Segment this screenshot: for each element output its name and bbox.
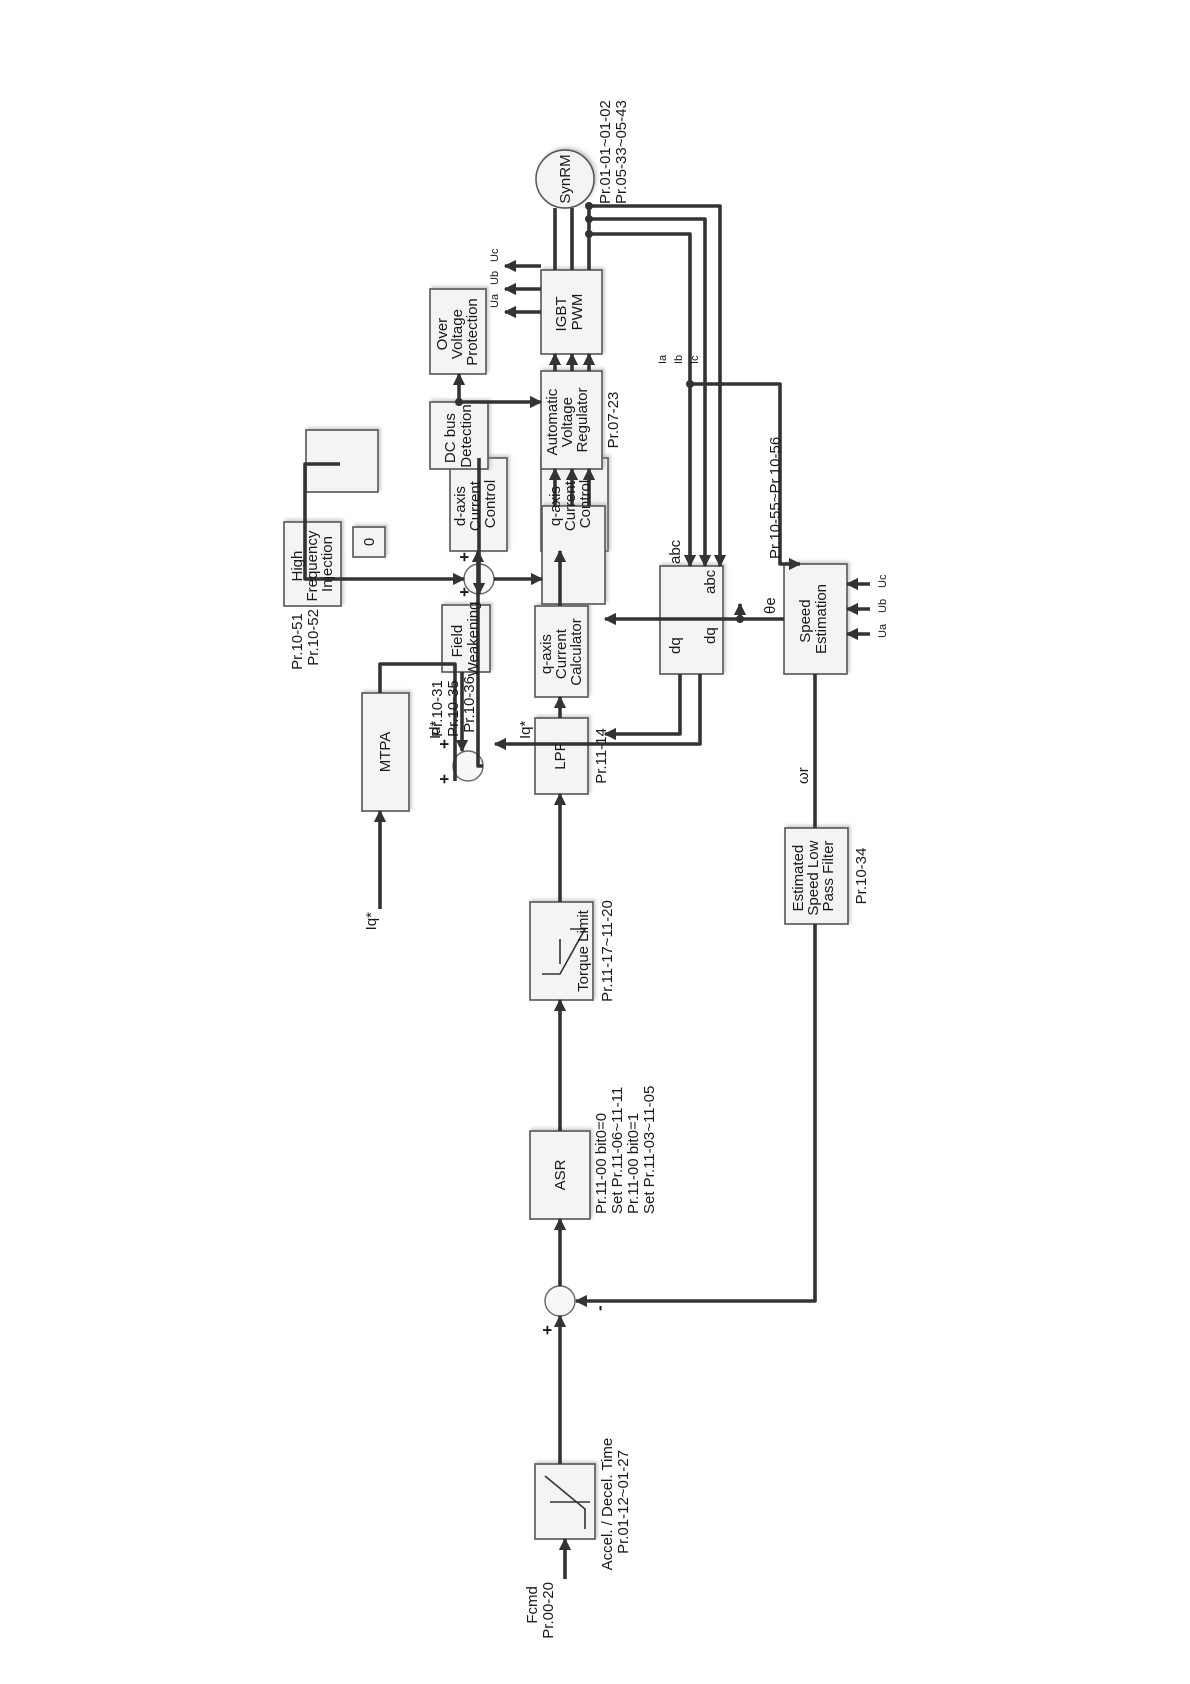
wire-id-fb xyxy=(493,674,702,751)
speed-filter-label: Estimated Speed Low Pass Filter xyxy=(790,836,837,915)
speed-estimation-label: Speed Estimation xyxy=(797,584,830,654)
dq-abc-in-label: dq xyxy=(667,637,684,654)
junction-dot xyxy=(455,398,463,406)
field-weakening-label: Field Weakening xyxy=(449,602,482,677)
motor-params: Pr.01-01~01-02 Pr.05-33~05-43 xyxy=(597,96,630,204)
iq-input-label: Iq* xyxy=(363,912,380,931)
lpf-label: LPF xyxy=(552,742,569,770)
motor-label: SynRM xyxy=(557,154,574,203)
plus-sign: + xyxy=(455,587,474,597)
mtpa-label: MTPA xyxy=(377,732,394,773)
wire-ic-feedback xyxy=(589,204,727,568)
wire-ia-feedback xyxy=(589,232,697,568)
current-label-ia: Ia xyxy=(657,354,669,364)
abc-dq-in-label: abc xyxy=(667,539,684,564)
theta-label: θe xyxy=(762,597,779,614)
junction-dot xyxy=(585,215,593,223)
input-label-uc: Uc xyxy=(877,574,889,588)
ramp-icon xyxy=(544,1475,590,1529)
omega-label: ωr xyxy=(795,767,812,784)
wire-omega-to-sum xyxy=(574,924,817,1308)
fcmd-label: Fcmd Pr.00-20 xyxy=(524,1582,557,1639)
hf-injection-label: High Frequency Injection xyxy=(289,526,336,601)
wire-ib-feedback xyxy=(589,217,712,568)
switch-block xyxy=(305,429,379,493)
wire-sum-to-dctrl xyxy=(471,549,485,768)
limiter-icon xyxy=(542,928,587,975)
hf-injection-params: Pr.10-51 Pr.10-52 xyxy=(289,609,322,670)
plus-sign: + xyxy=(435,739,454,749)
zero-block xyxy=(352,526,386,558)
current-label-ic: Ic xyxy=(689,355,701,364)
plus-sign: + xyxy=(435,774,454,784)
current-label-ib: Ib xyxy=(673,355,685,364)
lpf-params: Pr.11-14 xyxy=(593,728,610,784)
torque-limit-label: Torque Limit xyxy=(575,909,592,992)
id-ref-label: Id* xyxy=(427,720,444,739)
wire-mtpa-to-sum xyxy=(378,662,457,781)
iq-ref-label: Iq* xyxy=(517,720,534,739)
q-current-control-label: q-axis Current Control xyxy=(547,477,594,531)
junction-dot xyxy=(736,615,744,623)
q-current-calc-label: q-axis Current Calculator xyxy=(538,618,585,686)
speed-summing-junction xyxy=(544,1285,576,1317)
wire-switch-to-sum xyxy=(303,462,466,586)
asr-params: Pr.11-00 bit0=0 Set Pr.11-06~11-11 Pr.11… xyxy=(593,1083,658,1214)
dc-bus-label: DC bus Detection xyxy=(442,404,475,467)
motor-symbol xyxy=(535,149,595,209)
abc-dq-out-label: dq xyxy=(702,627,719,644)
asr-label: ASR xyxy=(552,1159,569,1190)
dq-abc-out-label: abc xyxy=(702,569,719,594)
avr-params: Pr.07-23 xyxy=(605,392,622,449)
igbt-label: IGBT PWM xyxy=(553,293,586,332)
output-label-ua: Ua xyxy=(489,293,501,308)
d-current-control-label: d-axis Current Control xyxy=(452,477,499,531)
input-label-ub: Ub xyxy=(877,599,889,613)
plus-sign: + xyxy=(538,1325,557,1335)
minus-sign: - xyxy=(590,1305,609,1311)
output-label-uc: Uc xyxy=(489,248,501,262)
junction-dot xyxy=(585,230,593,238)
output-label-ub: Ub xyxy=(489,271,501,285)
speed-estimation-params: Pr.10-55~Pr.10-56 xyxy=(767,437,784,559)
avr-label: Automatic Voltage Regulator xyxy=(544,385,591,456)
plus-sign: + xyxy=(455,552,474,562)
zero-label: 0 xyxy=(361,538,378,546)
field-weakening-params: Pr.10-31 Pr.10-35 Pr.10-36 xyxy=(429,676,478,737)
input-label-ua: Ua xyxy=(877,623,889,638)
ovp-label: Over Voltage Protection xyxy=(434,298,481,366)
accel-label: Accel. / Decel. Time Pr.01-12~01-27 xyxy=(599,1434,632,1571)
speed-filter-params: Pr.10-34 xyxy=(853,848,870,905)
junction-dot xyxy=(686,380,694,388)
wire-iq-fb xyxy=(603,674,682,741)
wire-feedback-to-estimation xyxy=(690,382,802,571)
junction-dot xyxy=(585,202,593,210)
torque-limit-params: Pr.11-17~11-20 xyxy=(599,900,616,1002)
hf-injection-block xyxy=(283,521,342,607)
